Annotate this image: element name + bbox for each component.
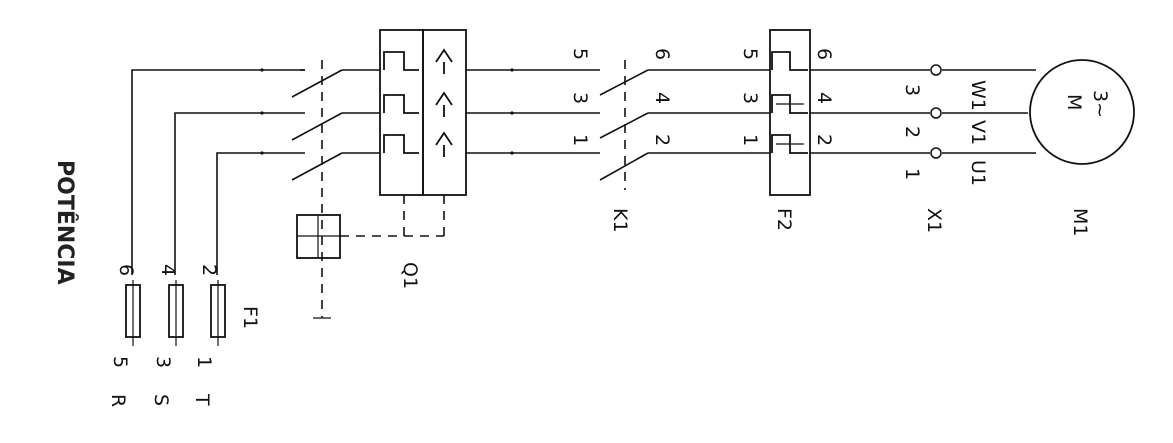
overload-out-terminal: 4 <box>813 92 835 104</box>
fuse-top-terminal: 6 <box>115 264 137 276</box>
fuse-3 <box>210 280 226 346</box>
fuse-1 <box>125 280 141 346</box>
contactor-in-terminal: 3 <box>569 92 591 104</box>
contactor-out-terminal: 6 <box>651 48 673 60</box>
motor-terminal: V1 <box>967 120 989 145</box>
terminal-point <box>930 147 942 159</box>
diagram-title: POTÊNCIA <box>52 160 78 285</box>
motor-m1: W1 V1 U1 M 3~ M1 <box>967 59 1135 236</box>
terminal-number: 2 <box>901 126 923 138</box>
motor-label: M1 <box>1069 208 1091 236</box>
terminal-block-label: X1 <box>923 208 945 233</box>
supply-wires <box>131 68 305 275</box>
contactor-out-terminal: 2 <box>651 134 673 146</box>
motor-phases: 3~ <box>1089 90 1111 118</box>
terminal-block-x1: 3 2 1 X1 <box>901 64 945 233</box>
terminal-number: 3 <box>901 84 923 96</box>
terminal-point <box>930 64 942 76</box>
motor-terminal: U1 <box>967 160 989 186</box>
overload-out-terminal: 6 <box>813 48 835 60</box>
terminal-point <box>930 107 942 119</box>
phase-labels: R S T <box>107 393 213 407</box>
breaker-q1: Q1 <box>379 29 467 289</box>
phase-label-s: S <box>150 394 172 406</box>
wires-to-contactor <box>466 68 600 155</box>
overload-out-terminal: 2 <box>813 134 835 146</box>
fuse-bottom-terminal: 5 <box>109 356 131 368</box>
contactor-in-terminal: 5 <box>569 48 591 60</box>
fuse-group-f1: 6 4 2 5 3 1 F1 <box>109 264 261 368</box>
overload-in-terminal: 1 <box>739 134 761 146</box>
overload-in-terminal: 5 <box>739 48 761 60</box>
contactor-label: K1 <box>609 208 631 233</box>
fuse-bottom-terminal: 3 <box>152 356 174 368</box>
breaker-label: Q1 <box>399 262 421 289</box>
phase-label-r: R <box>107 394 129 407</box>
overload-label: F2 <box>773 208 795 231</box>
fuse-top-terminal: 2 <box>198 264 220 276</box>
contactor-out-terminal: 4 <box>651 92 673 104</box>
motor-symbol <box>1029 59 1135 165</box>
overload-in-terminal: 3 <box>739 92 761 104</box>
fuse-2 <box>168 280 184 346</box>
breaker-q1-contacts <box>291 60 445 319</box>
motor-terminal: W1 <box>967 80 989 111</box>
overload-relay-f2: 5 3 1 6 4 2 F2 <box>739 29 835 231</box>
wires-to-motor <box>810 69 1036 154</box>
phase-label-t: T <box>191 393 213 406</box>
fuse-label: F1 <box>239 306 261 329</box>
fuse-top-terminal: 4 <box>157 264 179 276</box>
fuse-bottom-terminal: 1 <box>193 356 215 368</box>
contactor-k1: 5 3 1 6 4 2 K1 <box>569 48 770 233</box>
terminal-number: 1 <box>901 168 923 180</box>
contactor-in-terminal: 1 <box>569 134 591 146</box>
motor-letter: M <box>1063 94 1085 110</box>
